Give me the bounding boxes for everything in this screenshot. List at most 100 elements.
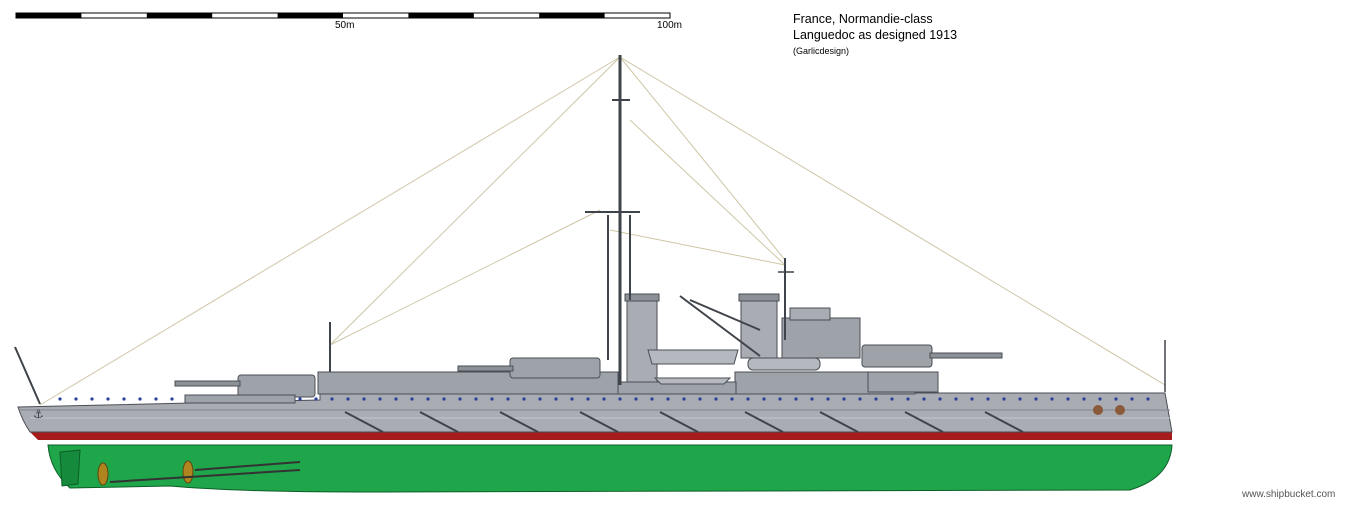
porthole — [74, 397, 78, 401]
porthole — [778, 397, 782, 401]
website-watermark: www.shipbucket.com — [1242, 489, 1336, 500]
bridge — [781, 317, 861, 359]
casemate-gun-barrel — [744, 411, 784, 433]
porthole — [1034, 397, 1038, 401]
casemate-guns — [344, 411, 1024, 433]
porthole — [602, 397, 606, 401]
author-credit: (Garlicdesign) — [793, 46, 850, 56]
porthole — [906, 397, 910, 401]
porthole — [170, 397, 174, 401]
porthole — [1002, 397, 1006, 401]
porthole — [490, 397, 494, 401]
title-ship: Languedoc as designed 1913 — [793, 28, 958, 42]
bridge-top — [789, 307, 831, 321]
scale-segment — [16, 13, 82, 18]
porthole — [426, 397, 430, 401]
porthole — [1050, 397, 1054, 401]
porthole — [90, 397, 94, 401]
boat-crane — [679, 295, 761, 357]
scale-segment — [146, 13, 213, 18]
casemate-gun-barrel — [499, 411, 539, 433]
porthole — [442, 397, 446, 401]
scale-segment — [408, 13, 474, 18]
porthole — [1018, 397, 1022, 401]
porthole — [746, 397, 750, 401]
porthole — [410, 397, 414, 401]
porthole — [330, 397, 334, 401]
porthole — [138, 397, 142, 401]
porthole — [378, 397, 382, 401]
main-mast — [585, 55, 640, 385]
porthole — [538, 397, 542, 401]
stern-ornaments — [1093, 405, 1125, 415]
porthole — [762, 397, 766, 401]
casemate-gun-barrel — [819, 411, 859, 433]
porthole — [522, 397, 526, 401]
porthole — [682, 397, 686, 401]
porthole — [810, 397, 814, 401]
underwater-hull — [47, 444, 1173, 493]
porthole — [954, 397, 958, 401]
porthole — [506, 397, 510, 401]
porthole — [58, 397, 62, 401]
casemate-gun-barrel — [904, 411, 944, 433]
rudder — [59, 449, 81, 487]
porthole — [890, 397, 894, 401]
main-turrets — [174, 344, 1003, 404]
casemate-gun-barrel — [659, 411, 699, 433]
porthole — [986, 397, 990, 401]
casemate-gun-barrel — [344, 411, 384, 433]
porthole — [1082, 397, 1086, 401]
porthole — [1098, 397, 1102, 401]
porthole — [826, 397, 830, 401]
porthole — [106, 397, 110, 401]
anchor-icon: ⚓ — [33, 407, 44, 421]
porthole — [1114, 397, 1118, 401]
porthole — [938, 397, 942, 401]
casemate-gun-barrel — [419, 411, 459, 433]
porthole — [394, 397, 398, 401]
porthole — [346, 397, 350, 401]
porthole — [650, 397, 654, 401]
porthole — [554, 397, 558, 401]
funnels — [624, 293, 780, 383]
porthole — [714, 397, 718, 401]
portholes — [58, 397, 1150, 401]
porthole — [698, 397, 702, 401]
porthole — [1066, 397, 1070, 401]
porthole — [474, 397, 478, 401]
porthole — [570, 397, 574, 401]
porthole — [314, 397, 318, 401]
scale-segment — [277, 13, 343, 18]
bow-spar — [14, 346, 41, 405]
casemate-gun-barrel — [984, 411, 1024, 433]
waterline-stripe — [30, 432, 1172, 440]
porthole — [618, 397, 622, 401]
porthole — [458, 397, 462, 401]
porthole — [922, 397, 926, 401]
porthole — [634, 397, 638, 401]
porthole — [874, 397, 878, 401]
porthole — [586, 397, 590, 401]
porthole — [1146, 397, 1150, 401]
porthole — [122, 397, 126, 401]
porthole — [154, 397, 158, 401]
porthole — [794, 397, 798, 401]
aft-mast — [778, 258, 794, 340]
porthole — [1130, 397, 1134, 401]
shafts — [109, 461, 301, 483]
porthole — [730, 397, 734, 401]
porthole — [666, 397, 670, 401]
porthole — [970, 397, 974, 401]
rigging-lines — [39, 56, 1166, 406]
porthole — [298, 397, 302, 401]
porthole — [362, 397, 366, 401]
casemate-gun-barrel — [579, 411, 619, 433]
title-class: France, Normandie-class — [793, 12, 933, 26]
scale-segment — [539, 13, 605, 18]
scale-label-50m: 50m — [335, 20, 355, 31]
porthole — [842, 397, 846, 401]
scale-bar-graphic — [15, 12, 671, 19]
scale-label-100m: 100m — [657, 20, 683, 31]
